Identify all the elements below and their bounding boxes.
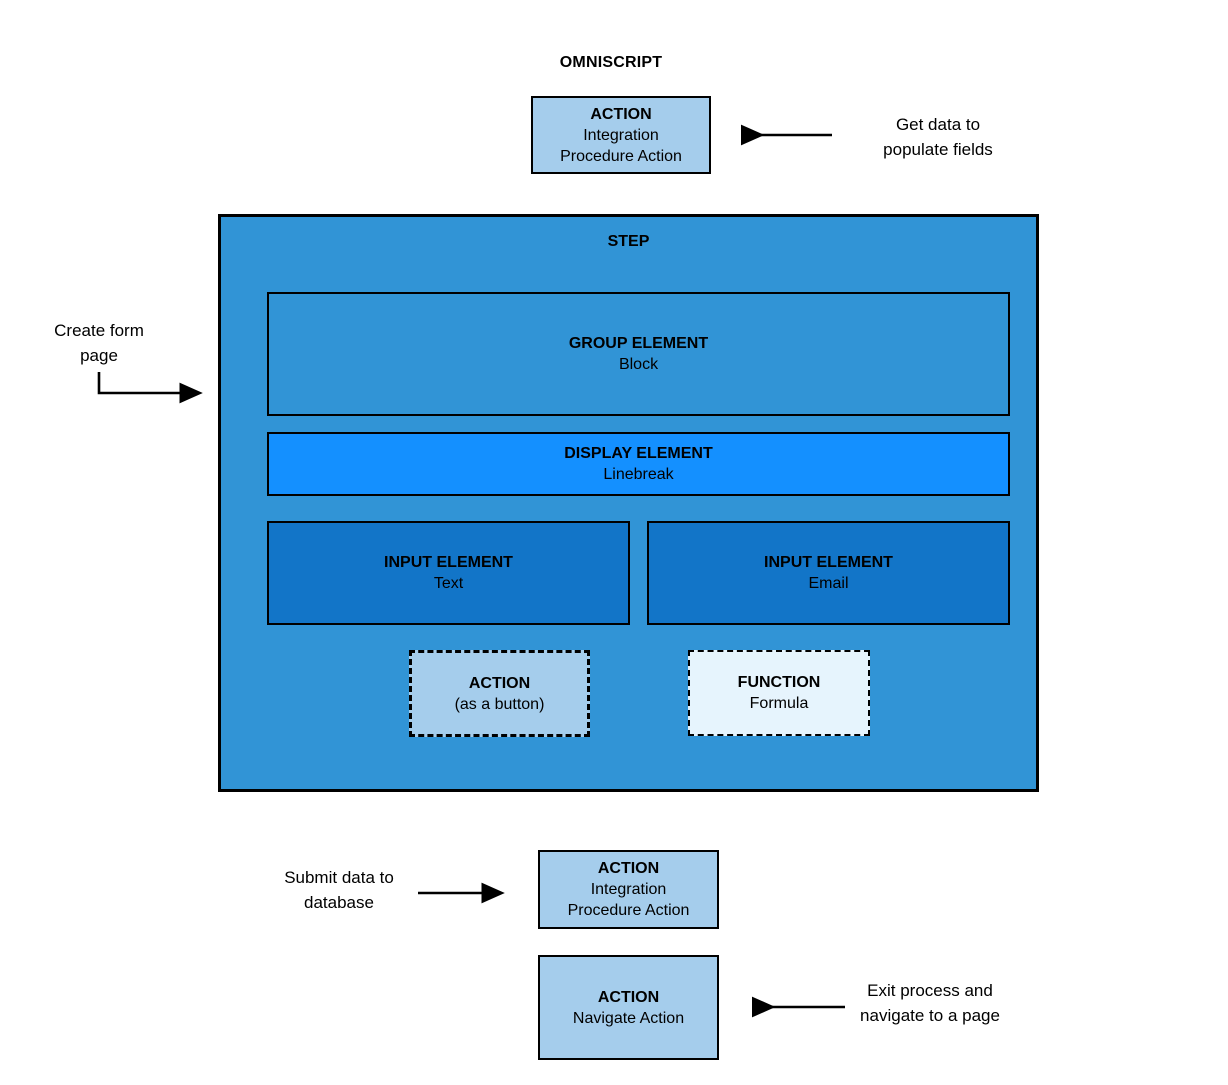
node-bottom-action-integration[interactable]: ACTION Integration Procedure Action <box>538 850 719 929</box>
annotation-create-form: Create form page <box>54 321 144 365</box>
node-title: ACTION <box>597 860 660 877</box>
node-title: GROUP ELEMENT <box>568 335 709 352</box>
annotation-exit-process: Exit process and navigate to a page <box>860 981 1000 1025</box>
node-input-element-email[interactable]: INPUT ELEMENT Email <box>647 521 1010 625</box>
node-bottom-action-navigate[interactable]: ACTION Navigate Action <box>538 955 719 1060</box>
node-title: INPUT ELEMENT <box>764 554 893 571</box>
node-input-element-text[interactable]: INPUT ELEMENT Text <box>267 521 630 625</box>
arrow-create-form <box>97 372 203 404</box>
node-title: ACTION <box>597 988 660 1006</box>
node-subtitle: Integration Procedure Action <box>560 126 682 165</box>
node-title: ACTION <box>590 105 652 123</box>
node-action-button[interactable]: ACTION (as a button) <box>409 650 590 737</box>
node-subtitle: Navigate Action <box>572 1009 685 1027</box>
node-subtitle: Integration Procedure Action <box>567 881 690 919</box>
node-subtitle: Email <box>808 575 849 592</box>
node-subtitle: Text <box>433 575 464 592</box>
node-top-action[interactable]: ACTION Integration Procedure Action <box>531 96 711 174</box>
step-label: STEP <box>607 233 650 250</box>
diagram-title: OMNISCRIPT <box>559 54 663 71</box>
node-display-element[interactable]: DISPLAY ELEMENT Linebreak <box>267 432 1010 496</box>
node-subtitle: (as a button) <box>454 695 545 713</box>
annotation-submit-data: Submit data to database <box>284 868 394 912</box>
node-function-formula[interactable]: FUNCTION Formula <box>688 650 870 736</box>
node-title: ACTION <box>468 674 531 692</box>
node-title: DISPLAY ELEMENT <box>564 445 713 462</box>
node-title: FUNCTION <box>737 674 821 691</box>
node-group-element[interactable]: GROUP ELEMENT Block <box>267 292 1010 416</box>
node-title: INPUT ELEMENT <box>384 554 513 571</box>
node-subtitle: Formula <box>749 695 809 712</box>
node-subtitle: Block <box>618 356 659 373</box>
node-subtitle: Linebreak <box>603 466 674 483</box>
annotation-get-data: Get data to populate fields <box>883 115 993 159</box>
